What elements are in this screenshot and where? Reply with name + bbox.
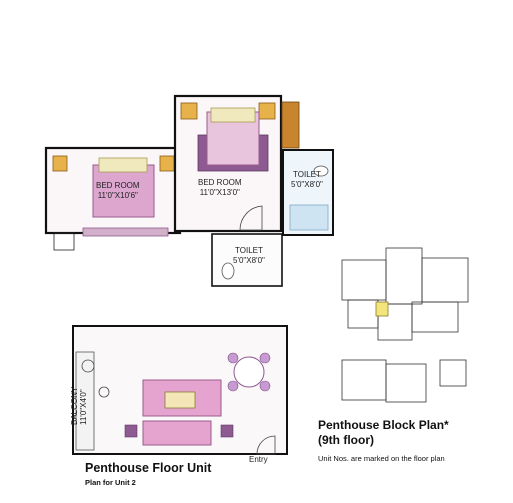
- bed-icon: [92, 164, 155, 218]
- unit-subtitle: Plan for Unit 2: [85, 478, 136, 487]
- coffee-table: [164, 391, 196, 409]
- room-name: TOILET: [235, 246, 263, 255]
- bedside-table: [52, 155, 68, 172]
- block-plan-title: Penthouse Block Plan*: [318, 418, 449, 432]
- wash-basin-icon: [313, 165, 329, 177]
- bedside-table: [159, 155, 175, 172]
- room-size: 5'0"X8'0": [291, 180, 323, 189]
- entry-label: Entry: [249, 455, 268, 464]
- dining-table: [233, 356, 265, 388]
- block-plan-floor: (9th floor): [318, 433, 374, 447]
- room-name: BED ROOM: [198, 178, 242, 187]
- right-toilet: [282, 149, 334, 236]
- room-size: 11'0"X4'0": [79, 389, 88, 425]
- room-label-left-bedroom: BED ROOM 11'0"X10'6": [96, 181, 140, 201]
- room-name: BALCONY: [70, 386, 79, 425]
- room-name: BED ROOM: [96, 181, 140, 190]
- room-size: 11'0"X13'0": [199, 188, 240, 197]
- toilet-icon: [221, 262, 235, 280]
- room-label-right-toilet: TOILET 5'0"X8'0": [291, 170, 323, 190]
- wardrobe: [281, 101, 300, 149]
- living-area: [72, 325, 288, 455]
- main-bedroom: [173, 94, 300, 233]
- plant-icon: [98, 386, 110, 398]
- door-swing: [239, 205, 263, 231]
- room-label-main-bedroom: BED ROOM 11'0"X13'0": [198, 178, 242, 198]
- block-plan-note: Unit Nos. are marked on the floor plan: [318, 454, 445, 463]
- balcony-strip: [75, 351, 95, 451]
- shower-area: [289, 204, 329, 231]
- room-size: 5'0"X8'0": [233, 256, 265, 265]
- left-bedroom: [44, 146, 182, 251]
- unit-title: Penthouse Floor Unit: [85, 461, 212, 475]
- plant-icon: [81, 359, 95, 373]
- block-plan-thumbnail: [341, 247, 469, 403]
- room-label-balcony: BALCONY 11'0"X4'0": [70, 387, 88, 425]
- room-size: 11'0"X10'6": [97, 191, 138, 200]
- room-label-center-toilet: TOILET 5'0"X8'0": [233, 246, 265, 266]
- door-swing: [256, 435, 276, 455]
- sofa-icon: [142, 420, 212, 446]
- room-name: TOILET: [293, 170, 321, 179]
- wardrobe: [82, 227, 169, 237]
- center-toilet: [211, 233, 283, 287]
